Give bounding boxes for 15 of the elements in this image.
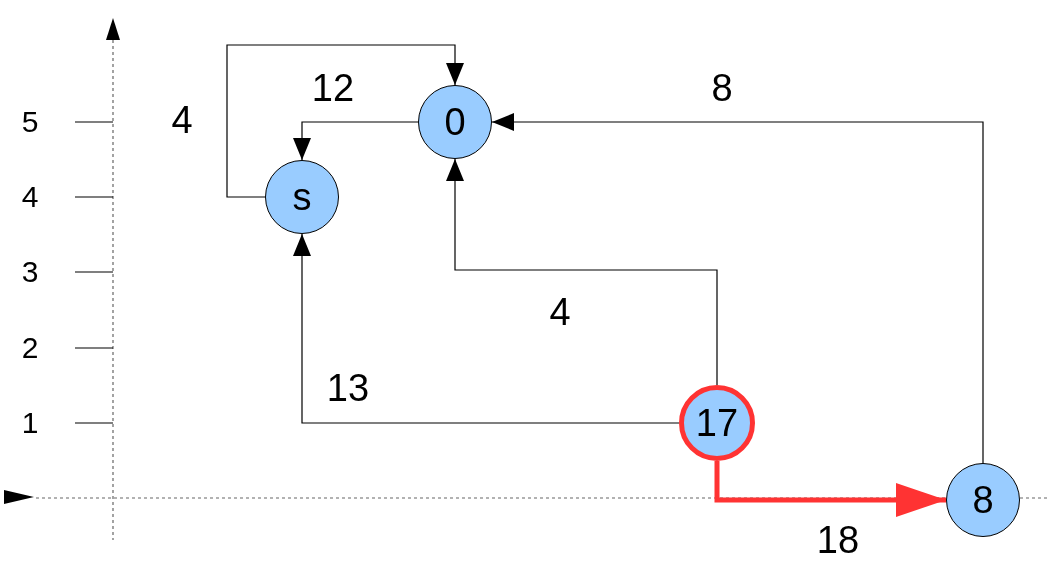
arrow [446, 158, 718, 386]
graph-node: 17 [679, 385, 755, 461]
arrow [714, 461, 946, 517]
arrow [293, 233, 680, 424]
arrow [491, 113, 984, 464]
arrow [226, 44, 464, 198]
axis-tick-label: 3 [21, 256, 39, 288]
graph-node: 8 [946, 463, 1020, 537]
axis-tick-label: 5 [21, 106, 39, 138]
axis-tick-label: 1 [21, 407, 39, 439]
arrow [293, 121, 419, 161]
graph-node: 0 [418, 85, 492, 159]
axis-tick-label: 2 [21, 332, 39, 364]
graph-node: s [265, 160, 339, 234]
axis-tick-label: 4 [21, 181, 39, 213]
